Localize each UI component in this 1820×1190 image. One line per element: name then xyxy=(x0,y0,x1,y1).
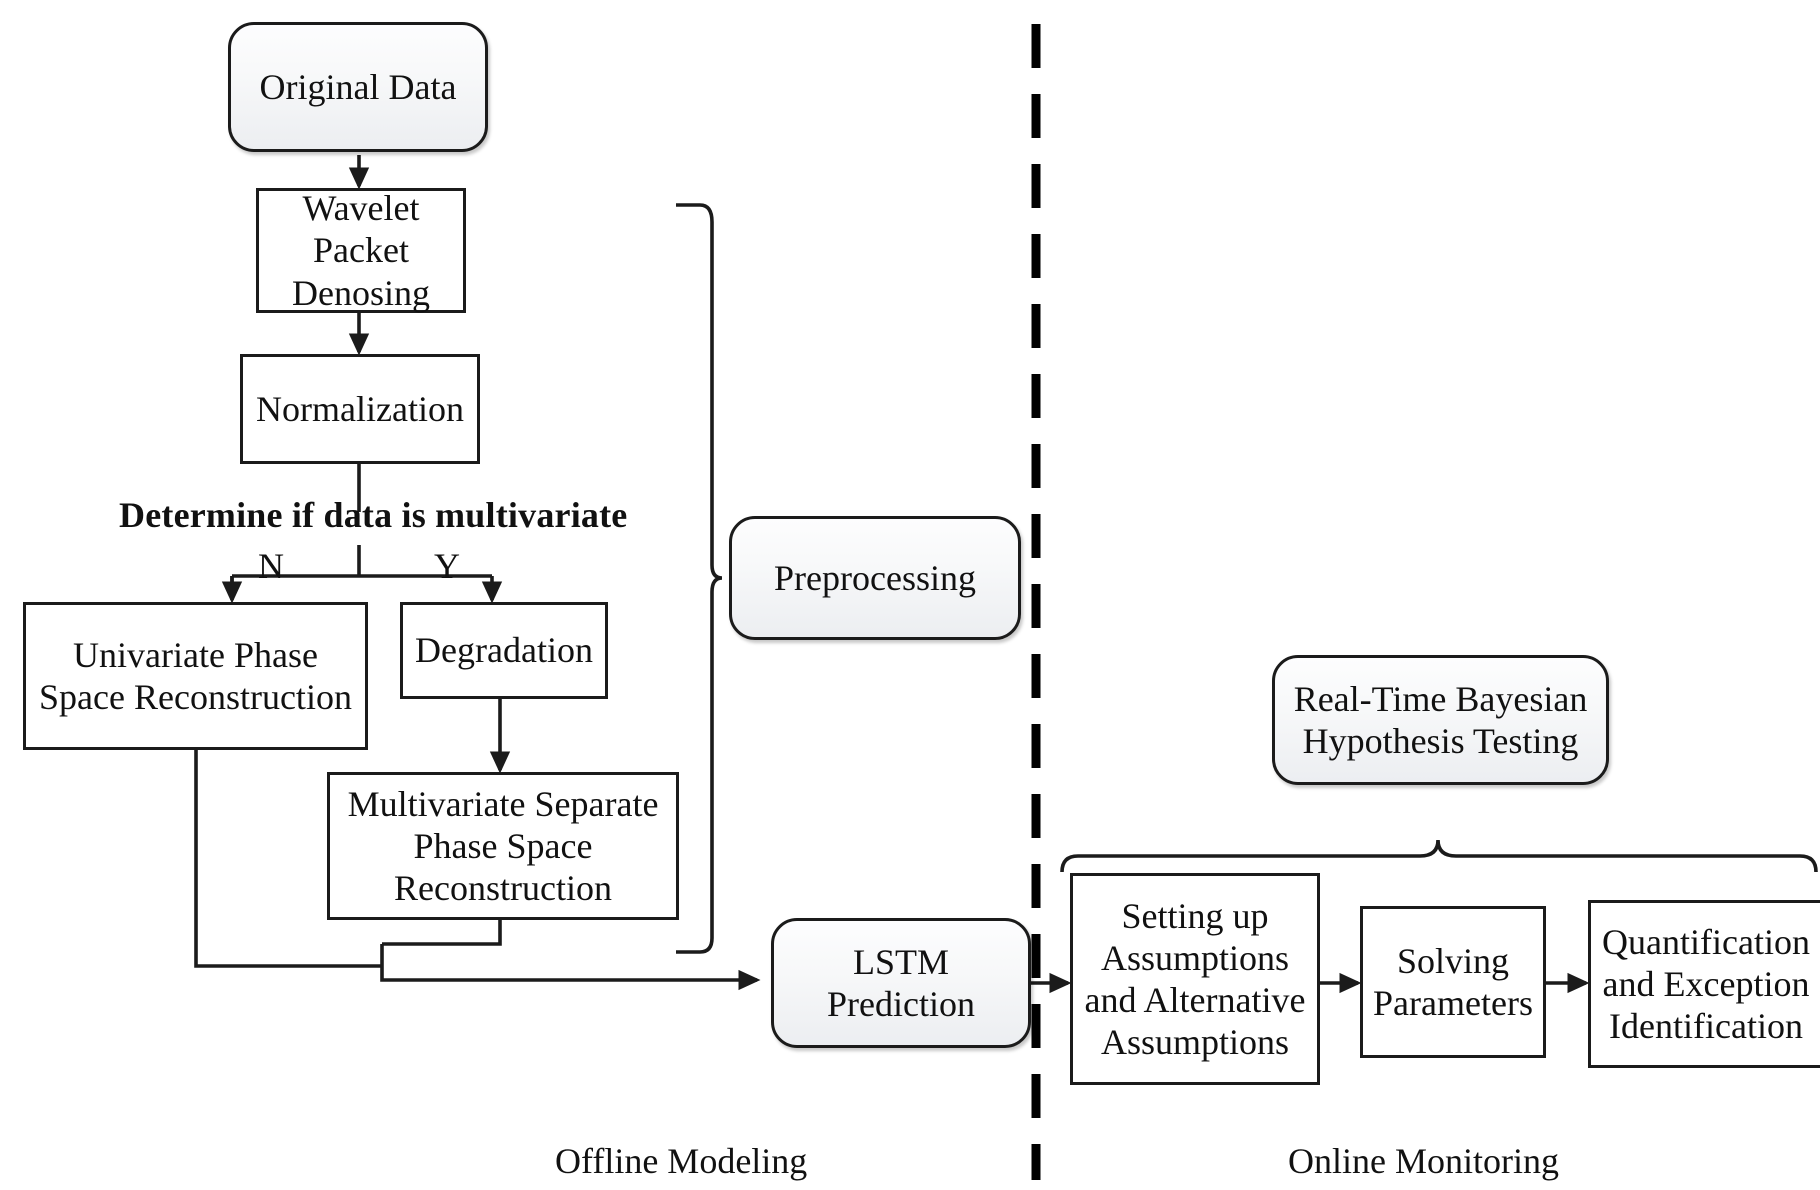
zone-label-online: Online Monitoring xyxy=(1288,1141,1559,1181)
node-degradation-label: Degradation xyxy=(415,630,593,671)
node-solving-parameters[interactable]: Solving Parameters xyxy=(1360,906,1546,1058)
node-original-data[interactable]: Original Data xyxy=(228,22,488,152)
node-quantification-and-exception-identification[interactable]: Quantification and Exception Identificat… xyxy=(1588,900,1820,1068)
node-multivariate-separate-phase-space-reconstruction[interactable]: Multivariate Separate Phase Space Recons… xyxy=(327,772,679,920)
node-original-data-label: Original Data xyxy=(259,66,457,107)
node-normalization[interactable]: Normalization xyxy=(240,354,480,464)
branch-label-yes: Y xyxy=(434,546,460,586)
assumptions-line-3: and Alternative xyxy=(1084,980,1306,1020)
node-degradation[interactable]: Degradation xyxy=(400,602,608,699)
assumptions-line-2: Assumptions xyxy=(1100,937,1290,978)
preprocessing-bracket xyxy=(676,203,723,954)
bayesian-line-2: Hypothesis Testing xyxy=(1302,721,1579,761)
quantification-line-2: and Exception xyxy=(1602,963,1810,1004)
assumptions-line-1: Setting up xyxy=(1121,895,1269,936)
bayesian-line-1: Real-Time Bayesian xyxy=(1293,678,1588,719)
lstm-line-1: LSTM xyxy=(852,941,949,982)
edge-multivariate-merge xyxy=(382,920,502,946)
node-normalization-label: Normalization xyxy=(256,388,464,429)
assumptions-line-4: Assumptions xyxy=(1100,1022,1290,1063)
branch-label-no: N xyxy=(258,546,284,586)
node-preprocessing-label: Preprocessing xyxy=(774,557,976,598)
univariate-line-2: Space Reconstruction xyxy=(39,677,352,717)
decision-question: Determine if data is multivariate xyxy=(119,495,628,535)
wavelet-line-1: Wavelet xyxy=(302,188,420,229)
wavelet-line-2: Packet xyxy=(313,230,409,271)
node-wavelet-packet-denosing[interactable]: Wavelet Packet Denosing xyxy=(256,188,466,313)
lstm-line-2: Prediction xyxy=(827,984,975,1024)
quantification-line-1: Quantification xyxy=(1602,921,1810,962)
multivariate-line-3: Reconstruction xyxy=(394,868,612,909)
wavelet-line-3: Denosing xyxy=(292,272,430,313)
node-lstm-prediction[interactable]: LSTM Prediction xyxy=(771,918,1031,1048)
multivariate-line-2: Phase Space xyxy=(413,825,593,866)
solving-line-2: Parameters xyxy=(1373,983,1533,1023)
edge-merge-to-lstm xyxy=(380,944,761,991)
node-univariate-phase-space-reconstruction[interactable]: Univariate Phase Space Reconstruction xyxy=(23,602,368,750)
node-preprocessing[interactable]: Preprocessing xyxy=(729,516,1021,640)
zone-label-offline: Offline Modeling xyxy=(555,1141,808,1181)
univariate-line-1: Univariate Phase xyxy=(73,634,318,675)
solving-line-1: Solving xyxy=(1396,940,1510,981)
quantification-line-3: Identification xyxy=(1609,1006,1803,1047)
node-setting-up-assumptions[interactable]: Setting up Assumptions and Alternative A… xyxy=(1070,873,1320,1085)
bayesian-brace xyxy=(1060,839,1818,873)
multivariate-line-1: Multivariate Separate xyxy=(347,783,659,824)
node-real-time-bayesian-hypothesis-testing[interactable]: Real-Time Bayesian Hypothesis Testing xyxy=(1272,655,1609,785)
